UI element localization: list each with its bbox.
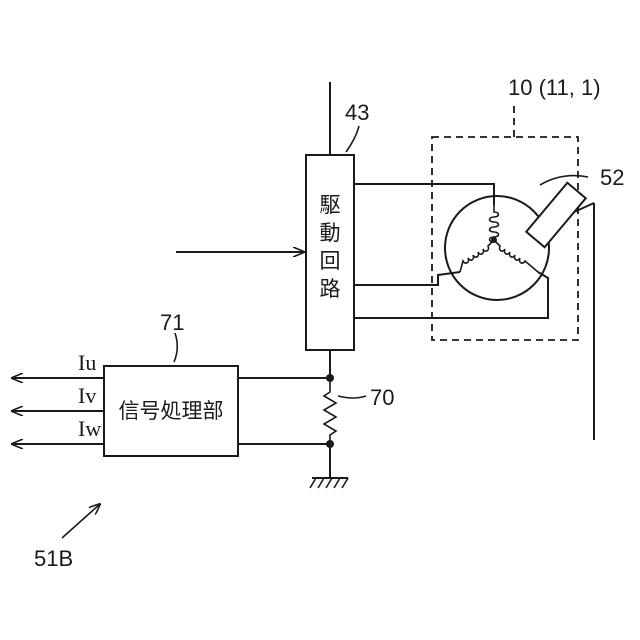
drive-circuit-label-2: 動 <box>320 221 341 245</box>
drive-ref-leader <box>346 126 359 152</box>
figure-ref-label: 51B <box>34 546 73 571</box>
motor-housing-box <box>432 137 578 340</box>
motor-ref-label: 10 (11, 1) <box>508 75 601 100</box>
coil-neutral-point <box>491 237 497 243</box>
wire-v <box>354 272 460 285</box>
ground-symbol <box>310 478 348 488</box>
shunt-resistor <box>324 378 336 444</box>
signal-processor-label: 信号処理部 <box>119 399 224 423</box>
drive-ref-label: 43 <box>345 100 369 125</box>
signal-ref-label: 71 <box>160 310 184 335</box>
resistor-ref-leader <box>338 396 366 398</box>
output-iu-label: Iu <box>78 350 96 375</box>
output-iw-label: Iw <box>78 416 101 441</box>
figure-ref-arrow <box>62 504 100 538</box>
sensor-ref-label: 52 <box>600 165 624 190</box>
coil-w <box>494 240 538 272</box>
coil-u <box>490 205 499 242</box>
sensor-ref-leader <box>540 176 588 185</box>
signal-ref-leader <box>174 333 177 362</box>
resistor-ref-label: 70 <box>370 385 394 410</box>
coil-v <box>460 240 494 272</box>
drive-circuit-label-1: 駆 <box>320 193 341 217</box>
drive-circuit-label-4: 路 <box>320 277 341 301</box>
sensor-block <box>526 183 586 247</box>
drive-circuit-label-3: 回 <box>320 249 341 273</box>
output-iv-label: Iv <box>78 383 96 408</box>
